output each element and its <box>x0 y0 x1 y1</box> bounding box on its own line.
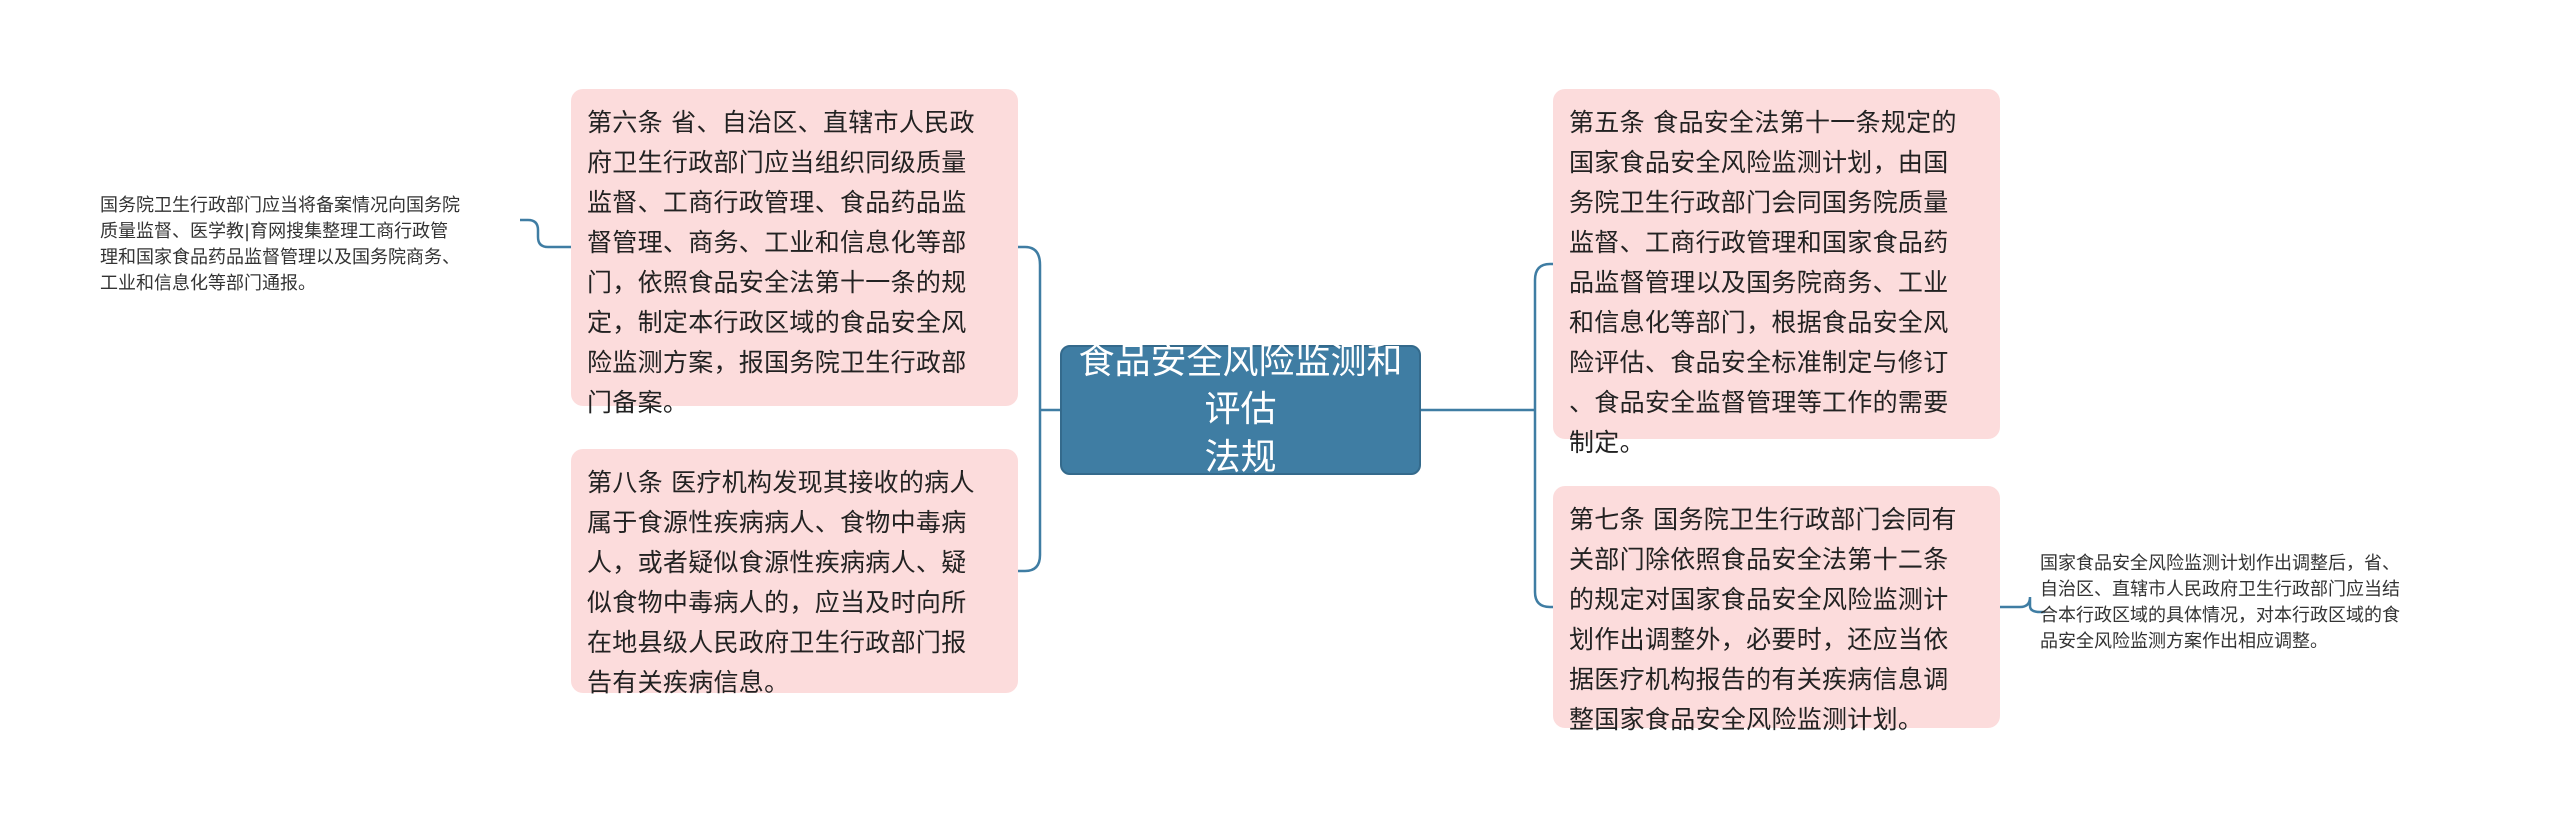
leaf-article-7-note[interactable]: 国家食品安全风险监测计划作出调整后，省、 自治区、直辖市人民政府卫生行政部门应当… <box>2040 553 2400 652</box>
branch-article-8[interactable]: 第八条 医疗机构发现其接收的病人 属于食源性疾病病人、食物中毒病 人，或者疑似食… <box>571 449 1018 697</box>
connector-art7-leaf <box>2000 596 2045 614</box>
connector-left-bracket <box>1018 245 1042 573</box>
branch-article-7[interactable]: 第七条 国务院卫生行政部门会同有 关部门除依照食品安全法第十二条 的规定对国家食… <box>1553 486 2000 734</box>
connector-right-bracket <box>1533 262 1553 609</box>
central-topic[interactable]: 食品安全风险监测和评估 法规 <box>1060 341 1421 478</box>
connector-art6-leaf <box>520 218 571 249</box>
branch-article-5[interactable]: 第五条 食品安全法第十一条规定的 国家食品安全风险监测计划，由国 务院卫生行政部… <box>1553 89 2000 457</box>
branch-article-6[interactable]: 第六条 省、自治区、直辖市人民政 府卫生行政部门应当组织同级质量 监督、工商行政… <box>571 89 1018 417</box>
leaf-article-6-note[interactable]: 国务院卫生行政部门应当将备案情况向国务院 质量监督、医学教|育网搜集整理工商行政… <box>100 195 460 294</box>
